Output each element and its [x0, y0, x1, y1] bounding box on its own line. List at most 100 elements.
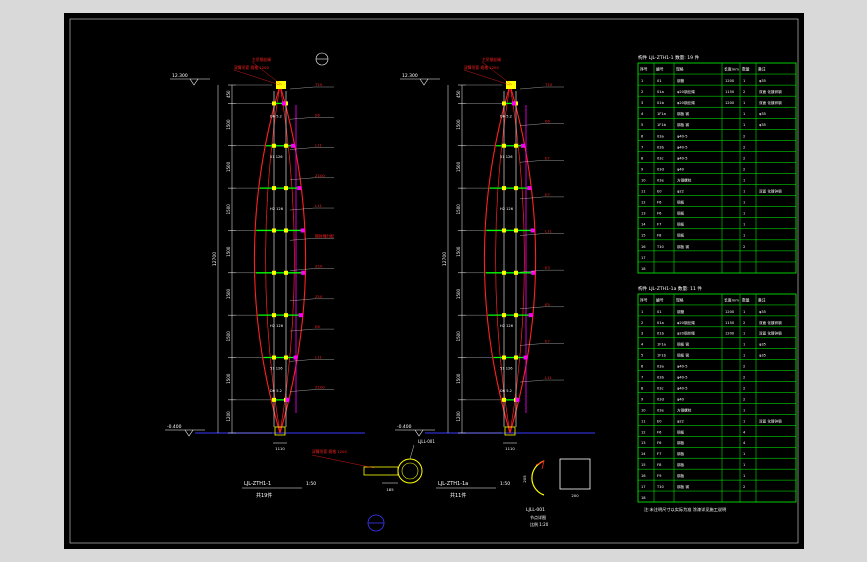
table-2-cell: E0 [657, 419, 662, 423]
callout-label: Z10 [315, 294, 323, 299]
table-1-cell: φ40 [677, 167, 685, 171]
table-2-cell: 双面 化镀锌钢 [759, 331, 782, 336]
table-2-cell: 1150 [725, 321, 735, 325]
detail-note: 双臂吊索 规格 1200 [312, 449, 347, 454]
detail-dimension: 200 [571, 493, 579, 498]
table-1-header: 备注 [758, 67, 766, 72]
table-1-cell: 13 [641, 212, 646, 216]
table-1-cell: 18 [641, 267, 646, 271]
rib-node [272, 355, 276, 360]
table-1-cell: 钢板 [677, 200, 685, 205]
rib-node [531, 270, 536, 275]
leader-line [519, 379, 545, 383]
view-code: LJL-ZTH1-1 [244, 481, 271, 487]
rib-node [502, 186, 506, 191]
callout-label: Z100 [315, 385, 325, 390]
table-1-cell: 17 [641, 256, 646, 260]
table-2-cell: φ40-5 [677, 376, 688, 380]
table-1-cell: 2 [641, 90, 643, 94]
rib-node [285, 397, 290, 402]
table-2-cell: 18 [641, 496, 646, 500]
leader-line [289, 298, 315, 301]
table-1-cell: 11 [641, 190, 646, 194]
elevation-marker [184, 429, 194, 437]
detail-square [559, 458, 591, 490]
table-2-cell: 03a [657, 365, 664, 369]
table-1-cell: 1 [743, 190, 745, 194]
table-1-cell: 1 [743, 112, 745, 116]
table-2-cell: 1 [743, 310, 745, 314]
rib-node [514, 143, 518, 148]
table-2-cell: 4 [743, 430, 746, 434]
top-fitting [276, 81, 286, 89]
table-1-header: 数量 [742, 67, 750, 72]
rib-node [514, 313, 518, 318]
member-label: 51 126 [500, 367, 513, 371]
leader-line [409, 444, 415, 460]
table-2-cell: 钢管 [677, 309, 685, 314]
rib-node [272, 228, 276, 233]
table-1-cell: φ35 [759, 123, 766, 127]
rib-node [272, 270, 276, 275]
table-1-cell: 4 [641, 112, 644, 116]
callout-label: E6 [545, 119, 550, 124]
detail-bracket [531, 460, 545, 496]
table-2-cell: 8 [641, 386, 644, 390]
leader-line [519, 196, 545, 200]
table-1-cell: 1 [743, 79, 745, 83]
rib-node [284, 186, 288, 191]
table-2-cell: 03b [657, 376, 665, 380]
leader-line [289, 328, 315, 332]
rib-node [511, 101, 516, 106]
segment-dimension: 1200 [456, 411, 461, 422]
table-2-cell: 钢板 [677, 429, 685, 434]
table-2-cell: 03e [657, 408, 665, 412]
table-2-cell: φ40-5 [677, 386, 688, 390]
table-1-cell: φ35 [759, 79, 766, 83]
table-2-cell: φ20钢丝绳 [677, 320, 695, 325]
table-2-cell: 钢板 [677, 440, 685, 445]
truss-outer-chord [483, 84, 511, 434]
segment-dimension: 1500 [456, 246, 461, 257]
segment-dimension: 450 [456, 90, 461, 98]
table-1-cell: 双面 化镀锌钢 [759, 100, 782, 105]
member-label: H2 126 [500, 324, 514, 328]
table-2-cell: φ35 [759, 343, 766, 347]
rib-node [514, 228, 518, 233]
callout-label: 钢丝绳分配 [315, 233, 334, 238]
table-2-cell: T10 [656, 485, 664, 489]
member-label: D6 5.2 [500, 389, 512, 393]
segment-dimension: 1500 [226, 373, 231, 384]
rib-node [502, 143, 506, 148]
table-1-cell: 10 [641, 178, 646, 182]
top-fitting [506, 81, 516, 89]
callout-label: E6 [315, 112, 320, 117]
rib-node [523, 355, 528, 360]
rib-node [291, 143, 296, 148]
table-2-cell: 14 [641, 452, 646, 456]
table-2-cell: 钢板 [677, 473, 685, 478]
callout-label: Z100 [315, 173, 325, 178]
table-1-cell: φ22 [677, 190, 684, 194]
segment-dimension: 1500 [226, 246, 231, 257]
table-1-cell: 钢板 [677, 211, 685, 216]
segment-dimension: 1500 [226, 331, 231, 342]
callout-label: E7 [545, 155, 550, 160]
detail-arrow [535, 460, 545, 470]
table-1-cell: φ40-5 [677, 134, 688, 138]
leader-line [289, 238, 315, 241]
table-1-cell: 1 [743, 212, 745, 216]
table-2-cell: 1F1b [657, 354, 667, 358]
table-2-frame [637, 293, 797, 503]
table-2-cell: 4 [641, 343, 644, 347]
rib-node [284, 313, 288, 318]
detail-label: LJLL-001 [418, 439, 435, 444]
table-2-cell: 1 [743, 474, 745, 478]
table-2-header: 规格 [676, 298, 684, 303]
callout-label: T15 [314, 82, 323, 87]
table-1-cell: 1200 [725, 79, 735, 83]
view-scale: 1:50 [500, 481, 510, 487]
table-2-cell: 1 [743, 452, 745, 456]
table-1-cell: E0 [657, 190, 662, 194]
table-2-cell: 钢板 钢 [677, 484, 689, 489]
